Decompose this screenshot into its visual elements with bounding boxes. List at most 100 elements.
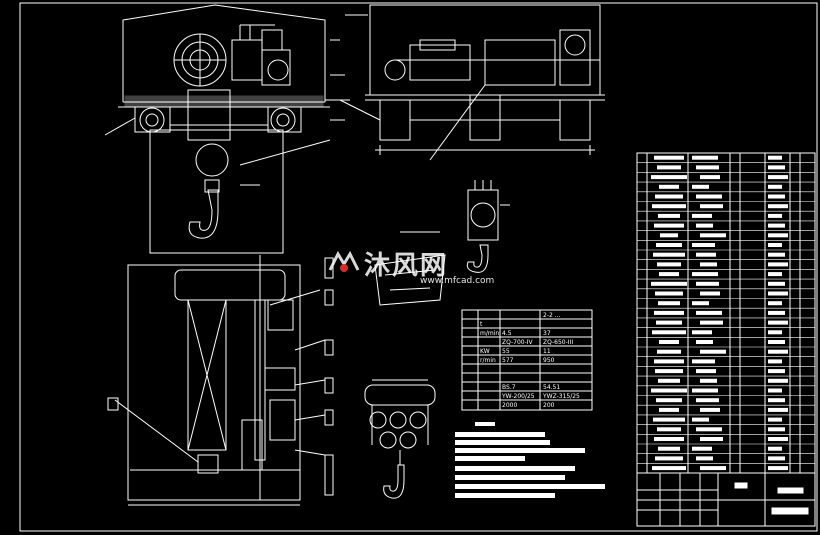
parts-row-block bbox=[653, 417, 685, 422]
param-cell: 11 bbox=[543, 348, 551, 355]
pulley-hook-sketch bbox=[364, 379, 436, 499]
technical-notes bbox=[455, 422, 605, 498]
param-cell: m/min bbox=[480, 330, 499, 337]
parts-row-block bbox=[658, 213, 680, 218]
parts-row-block bbox=[768, 320, 788, 325]
parts-row-block bbox=[651, 175, 687, 180]
parts-row-block bbox=[652, 466, 686, 471]
parts-row-block bbox=[700, 262, 717, 267]
parts-row-block bbox=[768, 204, 788, 209]
parts-list-rows bbox=[637, 162, 815, 474]
parts-row-block bbox=[768, 262, 788, 267]
parts-row-block bbox=[696, 398, 719, 403]
parts-row-block bbox=[692, 359, 715, 364]
parts-row-block bbox=[692, 184, 709, 189]
parts-row-block bbox=[653, 252, 685, 257]
parts-row-block bbox=[655, 369, 683, 374]
parts-row-block bbox=[700, 437, 723, 441]
parts-row-block bbox=[696, 427, 722, 432]
parts-row-block bbox=[659, 184, 679, 189]
parts-row-block bbox=[658, 378, 680, 383]
parts-row-block bbox=[696, 223, 713, 228]
parts-row-block bbox=[768, 359, 782, 364]
parts-row-block bbox=[768, 378, 788, 383]
parts-row-block bbox=[656, 243, 682, 247]
parts-row-block bbox=[654, 310, 684, 315]
parts-row-block bbox=[700, 466, 726, 471]
parts-list-text bbox=[651, 155, 788, 471]
parts-row-block bbox=[768, 243, 782, 247]
watermark-url: www.mfcad.com bbox=[420, 276, 495, 286]
parts-row-block bbox=[659, 340, 679, 344]
watermark-logo-icon bbox=[328, 250, 360, 272]
parts-row-block bbox=[768, 281, 785, 286]
watermark-text: 沐风网 bbox=[364, 251, 449, 281]
parts-row-block bbox=[692, 301, 709, 306]
parts-row-block bbox=[651, 281, 687, 286]
parts-row-block bbox=[700, 204, 723, 209]
parts-row-block bbox=[700, 320, 723, 325]
param-cell: YWZ-315/25 bbox=[542, 393, 580, 400]
parts-row-block bbox=[654, 359, 684, 364]
parts-row-block bbox=[768, 165, 785, 170]
parts-row-block bbox=[657, 262, 681, 267]
parts-row-block bbox=[768, 175, 788, 180]
parts-row-block bbox=[768, 301, 782, 306]
parts-row-block bbox=[768, 437, 788, 441]
parts-row-block bbox=[696, 252, 716, 257]
parts-row-block bbox=[652, 330, 686, 335]
watermark: 沐风网 bbox=[328, 245, 448, 282]
param-cell: 37 bbox=[543, 330, 551, 337]
crane-front-elevation bbox=[339, 4, 605, 161]
parts-row-block bbox=[654, 437, 684, 441]
parts-row-block bbox=[768, 446, 782, 451]
parts-row-block bbox=[700, 407, 720, 412]
param-cell: 950 bbox=[543, 357, 555, 364]
parts-row-block bbox=[768, 155, 782, 160]
parts-row-block bbox=[700, 378, 717, 383]
parts-row-block bbox=[656, 320, 682, 325]
param-cell: 200 bbox=[543, 402, 555, 409]
crane-side-elevation bbox=[104, 4, 350, 254]
parts-row-block bbox=[655, 291, 683, 296]
parameter-table bbox=[461, 309, 593, 411]
rope-reeving-sketch bbox=[374, 231, 446, 306]
parts-row-block bbox=[659, 407, 679, 412]
param-cell: ZQ-650-III bbox=[543, 339, 573, 346]
param-cell: 4.5 bbox=[502, 330, 512, 337]
param-cell: r/min bbox=[480, 357, 496, 364]
parts-row-block bbox=[768, 291, 788, 296]
param-cell: 55 bbox=[502, 348, 510, 355]
parts-row-block bbox=[696, 165, 719, 170]
parts-row-block bbox=[696, 194, 722, 199]
parts-row-block bbox=[657, 427, 681, 432]
parts-row-block bbox=[768, 427, 785, 432]
param-cell: BS.7 bbox=[502, 384, 516, 391]
parts-row-block bbox=[768, 272, 782, 277]
parts-row-block bbox=[659, 272, 679, 277]
param-cell: 2-2 ... bbox=[543, 312, 561, 319]
parts-row-block bbox=[696, 340, 713, 344]
parts-row-block bbox=[692, 388, 718, 393]
parts-row-block bbox=[768, 398, 785, 403]
outer-border bbox=[19, 2, 818, 532]
title-block bbox=[636, 472, 816, 527]
parts-row-block bbox=[658, 301, 680, 306]
crane-plan-view bbox=[107, 255, 334, 506]
param-cell: 2000 bbox=[502, 402, 517, 409]
parts-row-block bbox=[768, 340, 785, 344]
parts-row-block bbox=[656, 398, 682, 403]
parts-row-block bbox=[654, 223, 684, 228]
parts-row-block bbox=[768, 310, 785, 315]
parts-row-block bbox=[768, 388, 782, 393]
parts-row-block bbox=[696, 456, 713, 461]
parts-row-block bbox=[692, 272, 718, 277]
parts-row-block bbox=[655, 456, 683, 461]
param-cell: 577 bbox=[502, 357, 514, 364]
parts-row-block bbox=[692, 243, 715, 247]
parts-row-block bbox=[768, 184, 782, 189]
parts-row-block bbox=[692, 330, 712, 335]
parts-row-block bbox=[696, 310, 722, 315]
